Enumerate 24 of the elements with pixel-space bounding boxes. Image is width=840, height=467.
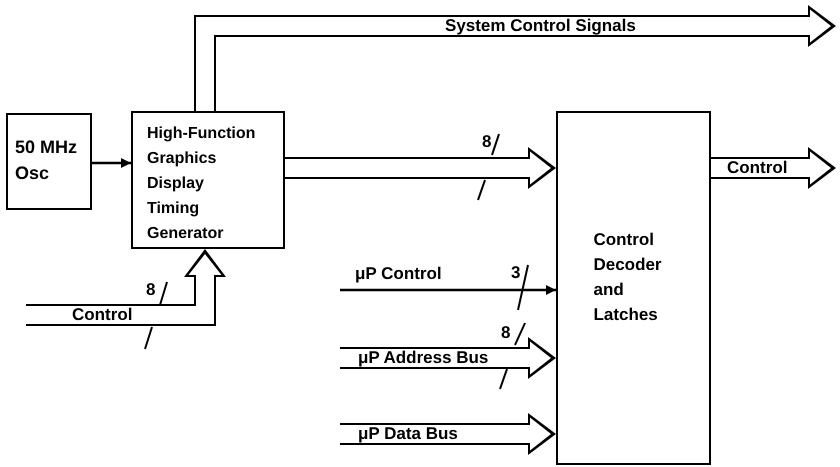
edge-label: Control xyxy=(727,159,788,177)
bus-arrow xyxy=(340,337,556,379)
bus-arrow xyxy=(26,249,226,326)
block-box xyxy=(556,111,711,465)
edge-label: Control xyxy=(72,306,132,324)
bus-arrow xyxy=(285,147,556,189)
block-box xyxy=(6,113,92,210)
bus-width-label: 3 xyxy=(511,264,520,282)
bus-width-label: 8 xyxy=(501,324,510,342)
edge-label: System Control Signals xyxy=(445,17,636,35)
bus-arrow xyxy=(711,147,836,189)
block-box xyxy=(131,111,285,249)
block-label: 50 MHz Osc xyxy=(15,136,78,184)
block-label: Control Decoder and Latches xyxy=(594,229,663,326)
arrow xyxy=(92,158,131,168)
bus-width-label: 8 xyxy=(146,281,156,299)
bus-arrow xyxy=(340,413,556,455)
edge-label: μP Control xyxy=(355,265,442,283)
edge-label: μP Data Bus xyxy=(358,425,458,443)
bus-arrow xyxy=(194,5,836,111)
bus-width-label: 8 xyxy=(482,133,492,151)
edge-label: μP Address Bus xyxy=(358,349,488,367)
arrow xyxy=(340,285,556,295)
block-label: High-Function Graphics Display Timing Generator xyxy=(147,124,256,244)
